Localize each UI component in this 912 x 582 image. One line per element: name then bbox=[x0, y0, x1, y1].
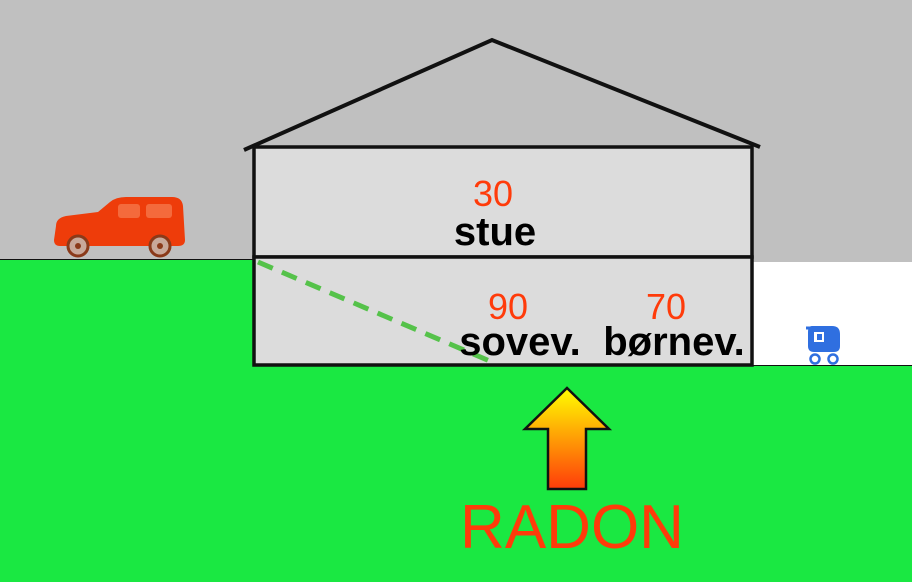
radon-label: RADON bbox=[460, 493, 684, 562]
stue-value: 30 bbox=[473, 173, 513, 214]
car-icon bbox=[54, 197, 185, 258]
sovev-value: 90 bbox=[488, 286, 528, 327]
soil-line bbox=[257, 259, 493, 365]
house-roof bbox=[243, 37, 761, 152]
upper-floor bbox=[252, 145, 754, 259]
stue-label: stue bbox=[454, 210, 536, 254]
basement bbox=[252, 255, 754, 367]
ground bbox=[0, 259, 912, 582]
bornev-label: børnev. bbox=[603, 320, 745, 364]
arrow-up-icon bbox=[521, 386, 613, 491]
sovev-label: sovev. bbox=[459, 320, 581, 364]
bornev-value: 70 bbox=[646, 286, 686, 327]
baby-carriage-icon bbox=[806, 326, 840, 365]
